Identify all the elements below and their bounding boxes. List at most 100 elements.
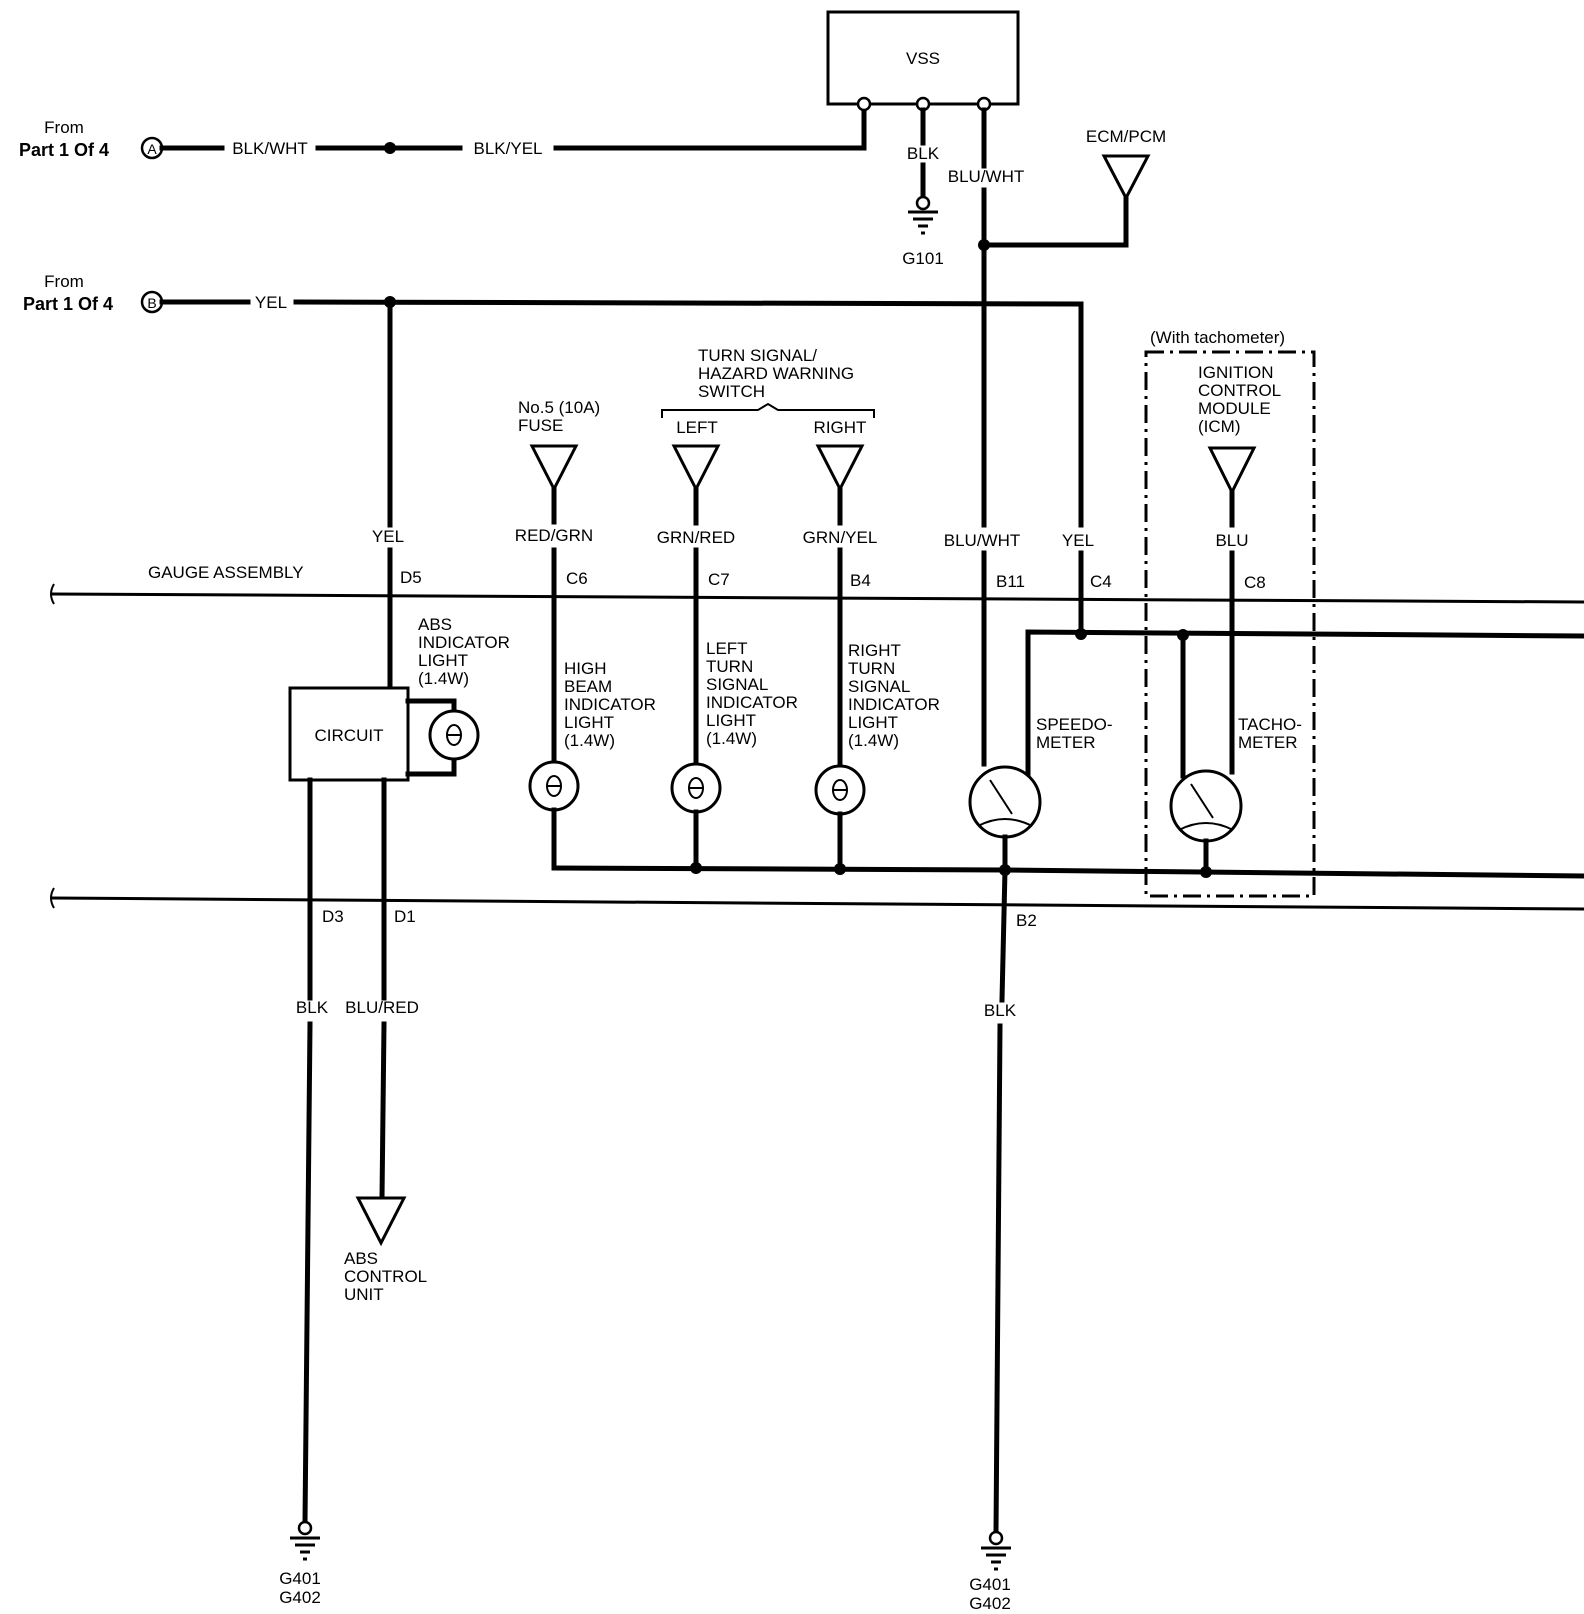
internal-yel-bus [1025, 629, 1584, 781]
fuse-label-line-1: No.5 (10A) [518, 398, 600, 417]
high-beam-label-line-1: HIGH [564, 659, 607, 678]
from-b-part: Part 1 Of 4 [23, 294, 113, 314]
turn-switch-line-3: SWITCH [698, 382, 765, 401]
icm-label-line-3: MODULE [1198, 399, 1271, 418]
wire-label-blu-red-d1: BLU/RED [345, 998, 419, 1017]
wire-label-yel-c4: YEL [1062, 531, 1094, 550]
left-switch-connector-icon [671, 444, 721, 493]
splice-point-tach-feed [1177, 629, 1189, 641]
high-beam-bulb-icon [528, 760, 580, 812]
left-turn-label-line-5: LIGHT [706, 711, 756, 730]
right-turn-label-line-6: (1.4W) [848, 731, 899, 750]
gauge-boundary-break-bottom [50, 887, 55, 909]
speedometer-gauge-icon [968, 765, 1042, 839]
wire-yel-main [293, 299, 1084, 528]
ground-g401-left: G401 [279, 1569, 321, 1588]
icm-label-line-2: CONTROL [1198, 381, 1281, 400]
turn-switch-line-1: TURN SIGNAL/ [698, 346, 817, 365]
connector-b11: B11 [996, 572, 1025, 591]
right-turn-label-line-3: SIGNAL [848, 677, 910, 696]
wire-blk-yel [553, 101, 867, 151]
abs-light-label-line-3: LIGHT [418, 651, 468, 670]
wire-label-blk-wht: BLK/WHT [232, 139, 308, 158]
turn-switch-left-label: LEFT [676, 418, 718, 437]
gauge-boundary-break-top [50, 583, 55, 605]
right-switch-connector-icon [815, 444, 865, 493]
wire-label-blu-c8: BLU [1215, 531, 1248, 550]
abs-control-unit-connector-icon [355, 1196, 407, 1247]
left-turn-label-line-1: LEFT [706, 639, 748, 658]
splice-ground-right-turn [834, 863, 846, 875]
wire-label-blk-yel: BLK/YEL [474, 139, 543, 158]
vss-label: VSS [906, 49, 940, 68]
turn-switch-line-2: HAZARD WARNING [698, 364, 854, 383]
connector-c8: C8 [1244, 573, 1266, 592]
tachometer-option-box [1144, 350, 1316, 898]
ground-g401-right: G401 [969, 1575, 1011, 1594]
circuit-box [288, 686, 410, 782]
wire-blk-b2-lower [993, 1023, 1003, 1535]
speedometer-label-line-2: METER [1036, 733, 1096, 752]
left-turn-label-line-6: (1.4W) [706, 729, 757, 748]
right-turn-label-line-2: TURN [848, 659, 895, 678]
from-b-letter: B [147, 295, 156, 311]
circuit-label: CIRCUIT [315, 726, 384, 745]
abs-light-label-line-1: ABS [418, 615, 452, 634]
speedometer-label-line-1: SPEEDO- [1036, 715, 1113, 734]
ground-g402-left: G402 [279, 1588, 321, 1607]
turn-switch-bracket [661, 402, 875, 418]
with-tachometer-label: (With tachometer) [1150, 328, 1285, 347]
ground-g402-right: G402 [969, 1594, 1011, 1613]
connector-d3: D3 [322, 907, 344, 926]
wire-label-yel-b: YEL [255, 293, 287, 312]
wire-label-vss-blk: BLK [907, 144, 940, 163]
tachometer-label-line-2: METER [1238, 733, 1298, 752]
vss-pin-1 [856, 96, 872, 112]
icm-connector-icon [1207, 446, 1257, 496]
high-beam-label-line-4: LIGHT [564, 713, 614, 732]
connector-c4: C4 [1090, 572, 1112, 591]
high-beam-label-line-2: BEAM [564, 677, 612, 696]
splice-ground-tachometer [1200, 866, 1212, 878]
turn-switch-right-label: RIGHT [814, 418, 867, 437]
from-a-part: Part 1 Of 4 [19, 140, 109, 160]
left-turn-bulb-icon [670, 762, 722, 814]
wire-label-yel-d5: YEL [372, 527, 404, 546]
g101-terminal [915, 195, 931, 211]
internal-ground-bus [551, 865, 1584, 879]
connector-c7: C7 [708, 570, 730, 589]
abs-light-label-line-4: (1.4W) [418, 669, 469, 688]
right-turn-bulb-icon [814, 764, 866, 816]
left-ground-terminal [297, 1520, 313, 1536]
connector-d1: D1 [394, 907, 416, 926]
connector-b2: B2 [1016, 911, 1037, 930]
gauge-assembly-label: GAUGE ASSEMBLY [148, 563, 304, 582]
connector-b4: B4 [850, 571, 871, 590]
icm-label-line-4: (ICM) [1198, 417, 1240, 436]
abs-unit-label-line-1: ABS [344, 1249, 378, 1268]
ground-g101: G101 [902, 249, 944, 268]
splice-point-ecm [978, 239, 990, 251]
left-turn-label-line-2: TURN [706, 657, 753, 676]
ecm-pcm-connector-icon [1101, 154, 1151, 202]
wire-to-ecm-pcm [981, 195, 1129, 248]
wire-label-grn-red: GRN/RED [657, 528, 735, 547]
fuse-label-line-2: FUSE [518, 416, 563, 435]
tachometer-label-line-1: TACHO- [1238, 715, 1302, 734]
right-ground-terminal [988, 1530, 1004, 1546]
left-turn-label-line-3: SIGNAL [706, 675, 768, 694]
wire-label-blk-d3: BLK [296, 998, 329, 1017]
fuse-connector-icon [529, 444, 579, 493]
gauge-assembly-bottom-boundary [51, 896, 1584, 911]
ecm-pcm-label: ECM/PCM [1086, 127, 1166, 146]
right-turn-label-line-1: RIGHT [848, 641, 901, 660]
from-a-letter: A [147, 141, 157, 157]
wire-label-blu-wht-b11: BLU/WHT [944, 531, 1021, 550]
vss-box [826, 10, 1020, 106]
left-turn-label-line-4: INDICATOR [706, 693, 798, 712]
icm-label-line-1: IGNITION [1198, 363, 1274, 382]
wire-blk-d3-lower [302, 1021, 313, 1525]
wire-label-blk-b2: BLK [984, 1001, 1017, 1020]
abs-unit-label-line-2: CONTROL [344, 1267, 427, 1286]
